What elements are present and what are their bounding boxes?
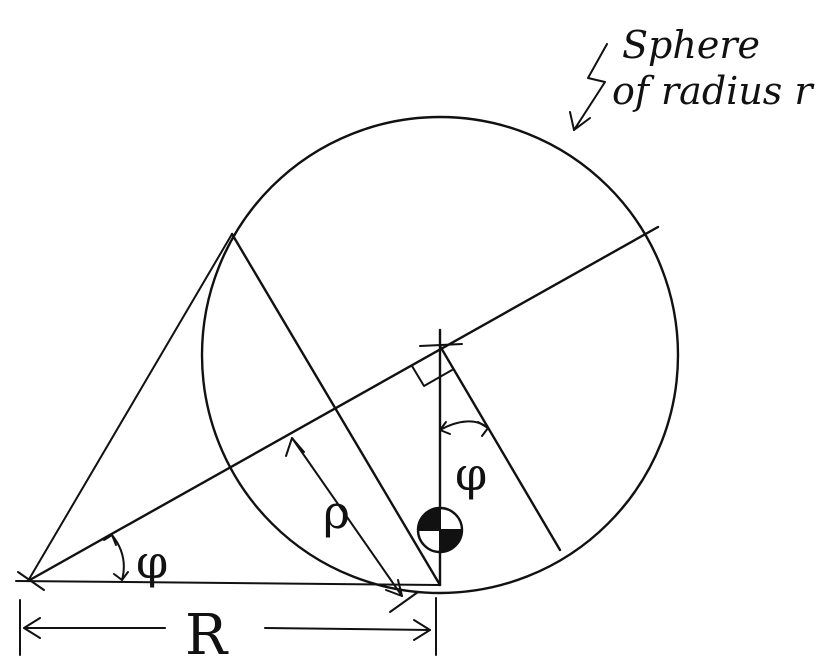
phi-arc-right-arrow-left bbox=[439, 421, 451, 435]
R-arrow-right bbox=[413, 619, 431, 641]
lightning-arrow-icon bbox=[569, 43, 608, 131]
R-arrow-left bbox=[23, 617, 41, 639]
phi-arc-right-arrow-right bbox=[477, 421, 489, 437]
rho-label: ρ bbox=[323, 485, 350, 539]
annotation-line1: Sphere bbox=[622, 23, 760, 67]
phi-label-bottom: φ bbox=[136, 535, 168, 589]
phi-arc-bottom-arrow-bottom bbox=[113, 571, 129, 581]
phi-arc-bottom bbox=[111, 534, 125, 581]
right-angle-marker bbox=[411, 365, 453, 387]
phi-arc-bottom-arrow-top bbox=[103, 534, 117, 546]
sphere-outline bbox=[200, 115, 680, 595]
R-line-right bbox=[264, 627, 431, 631]
origin-tick bbox=[17, 571, 45, 591]
center-cross bbox=[419, 343, 463, 347]
inclined-line bbox=[26, 225, 660, 583]
perpendicular-chord bbox=[230, 232, 442, 587]
rho-arrow-bottom bbox=[385, 579, 403, 597]
phi-label-right: φ bbox=[455, 447, 487, 501]
baseline bbox=[15, 580, 441, 586]
parallel-line bbox=[438, 344, 562, 552]
rho-arrow-top bbox=[285, 437, 305, 457]
R-label: R bbox=[185, 603, 229, 666]
rho-dimension-line bbox=[291, 437, 403, 597]
annotation-line2: of radius r bbox=[612, 69, 815, 113]
center-of-mass-icon bbox=[416, 506, 464, 554]
tangent-line bbox=[27, 233, 233, 582]
rho-end-tick bbox=[389, 591, 419, 613]
